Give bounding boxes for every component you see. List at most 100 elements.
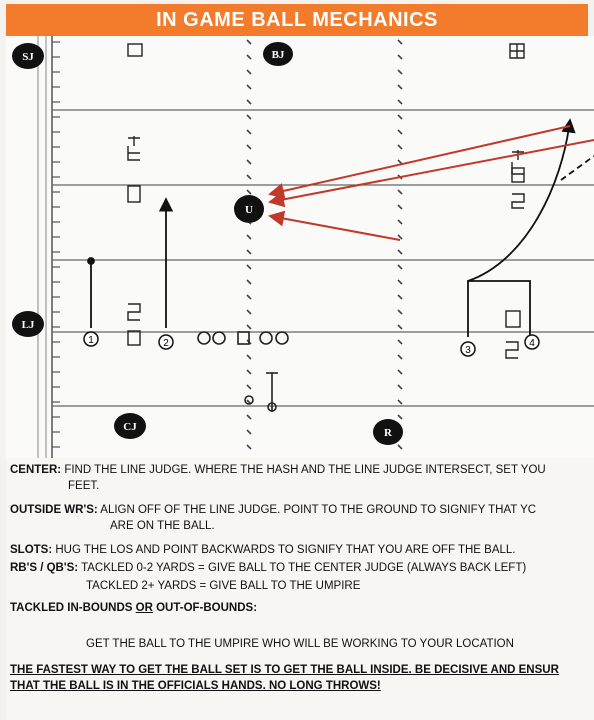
flow-arrow-2 (268, 139, 594, 208)
hash-tick (397, 294, 403, 300)
note-label: OUT-OF-BOUNDS: (152, 602, 258, 614)
page-title: IN GAME BALL MECHANICS (6, 4, 588, 36)
hash-tick (246, 144, 252, 150)
hash-tick (246, 414, 252, 420)
note-outside-cont: ARE ON THE BALL. (110, 520, 215, 532)
note-label: TACKLED IN-BOUNDS (10, 602, 136, 614)
backfield (244, 372, 278, 412)
hash-tick (397, 39, 403, 45)
receiver-3: 3 (460, 341, 476, 357)
hash-tick (397, 309, 403, 315)
lineman-marker (275, 331, 289, 345)
note-tackled-text: GET THE BALL TO THE UMPIRE WHO WILL BE W… (86, 638, 514, 650)
official-cj: CJ (114, 413, 146, 439)
flow-arrow-3 (268, 210, 401, 241)
receiver-2: 2 (158, 334, 174, 350)
note-label-or: OR (135, 602, 153, 614)
official-r: R (373, 419, 403, 445)
sideline-strip (37, 36, 53, 458)
rb-marker (267, 402, 277, 412)
hash-tick (397, 249, 403, 255)
field-diagram: 1 2 3 4 SJ BJ (6, 36, 594, 458)
flow-arrow-1 (268, 125, 571, 199)
route-4 (560, 155, 594, 181)
hash-tick (397, 69, 403, 75)
receiver-4: 4 (524, 334, 540, 350)
note-text: HUG THE LOS AND POINT BACKWARDS TO SIGNI… (52, 544, 516, 556)
yard-number-mark (127, 185, 141, 203)
official-lj: LJ (12, 311, 44, 337)
yard-number-mark (127, 136, 140, 161)
official-bj: BJ (263, 42, 293, 66)
ball-flow-arrows (268, 125, 594, 241)
hash-tick (397, 129, 403, 135)
note-rbqb-cont: TACKLED 2+ YARDS = GIVE BALL TO THE UMPI… (86, 580, 361, 592)
official-badges: SJ BJ U LJ CJ R (12, 42, 403, 445)
hash-tick (246, 189, 252, 195)
official-sj: SJ (12, 43, 44, 69)
field-svg: 1 2 3 4 SJ BJ (12, 36, 594, 458)
official-u: U (234, 195, 264, 223)
hash-tick (397, 399, 403, 405)
sideline-hash-marks (52, 41, 60, 448)
yard-number-mark (509, 43, 525, 59)
route-1-end (87, 257, 95, 265)
instructions-panel: CENTER: FIND THE LINE JUDGE. WHERE THE H… (6, 458, 594, 720)
receiver-markers: 1 2 3 4 (83, 331, 540, 357)
hash-tick (397, 54, 403, 60)
hash-tick (397, 444, 403, 450)
note-text: ALIGN OFF OF THE LINE JUDGE. POINT TO TH… (97, 504, 537, 516)
note-text: TACKLED 0-2 YARDS = GIVE BALL TO THE CEN… (78, 562, 527, 574)
center-marker (237, 331, 250, 345)
hash-tick (246, 69, 252, 75)
hash-tick (397, 234, 403, 240)
hash-tick (246, 234, 252, 240)
svg-text:BJ: BJ (272, 49, 285, 61)
hash-tick (246, 174, 252, 180)
qb-marker (244, 395, 254, 405)
svg-text:3: 3 (465, 345, 471, 356)
hash-tick (397, 84, 403, 90)
note-rbqb: RB'S / QB'S: TACKLED 0-2 YARDS = GIVE BA… (10, 562, 526, 574)
yard-number-mark (511, 167, 525, 183)
note-fastest-1: THE FASTEST WAY TO GET THE BALL SET IS T… (10, 664, 559, 676)
yard-lines (52, 109, 594, 407)
hash-tick (397, 369, 403, 375)
receiver-1: 1 (83, 331, 99, 347)
hash-tick (246, 54, 252, 60)
note-text: FIND THE LINE JUDGE. WHERE THE HASH AND … (61, 464, 546, 476)
hash-tick (246, 294, 252, 300)
hash-tick (397, 324, 403, 330)
hash-tick (246, 129, 252, 135)
offensive-line (197, 331, 289, 345)
note-center-cont: FEET. (68, 480, 100, 492)
svg-text:1: 1 (88, 335, 94, 346)
yard-number-mark (127, 43, 143, 57)
note-fastest-2: THAT THE BALL IS IN THE OFFICIALS HANDS.… (10, 680, 381, 692)
yard-numbers (127, 43, 525, 359)
note-label: RB'S / QB'S: (10, 562, 79, 574)
hash-tick (246, 84, 252, 90)
svg-text:2: 2 (163, 338, 169, 349)
yard-number-mark (127, 303, 141, 321)
hash-tick (246, 279, 252, 285)
note-outside: OUTSIDE WR'S: ALIGN OFF OF THE LINE JUDG… (10, 504, 536, 516)
hash-tick (246, 369, 252, 375)
yard-number-mark (505, 310, 521, 328)
yard-number-mark (127, 330, 141, 346)
hash-tick (397, 204, 403, 210)
note-label: SLOTS: (10, 544, 53, 556)
hash-tick (397, 189, 403, 195)
hash-tick (246, 354, 252, 360)
svg-text:LJ: LJ (22, 319, 35, 331)
hash-tick (246, 429, 252, 435)
lineman-marker (212, 331, 226, 345)
lineman-marker (259, 331, 273, 345)
hash-tick (246, 114, 252, 120)
hash-tick (397, 339, 403, 345)
hash-tick (246, 264, 252, 270)
hash-marks (246, 39, 403, 450)
hash-tick (397, 264, 403, 270)
route-3 (467, 118, 576, 282)
hash-tick (397, 279, 403, 285)
